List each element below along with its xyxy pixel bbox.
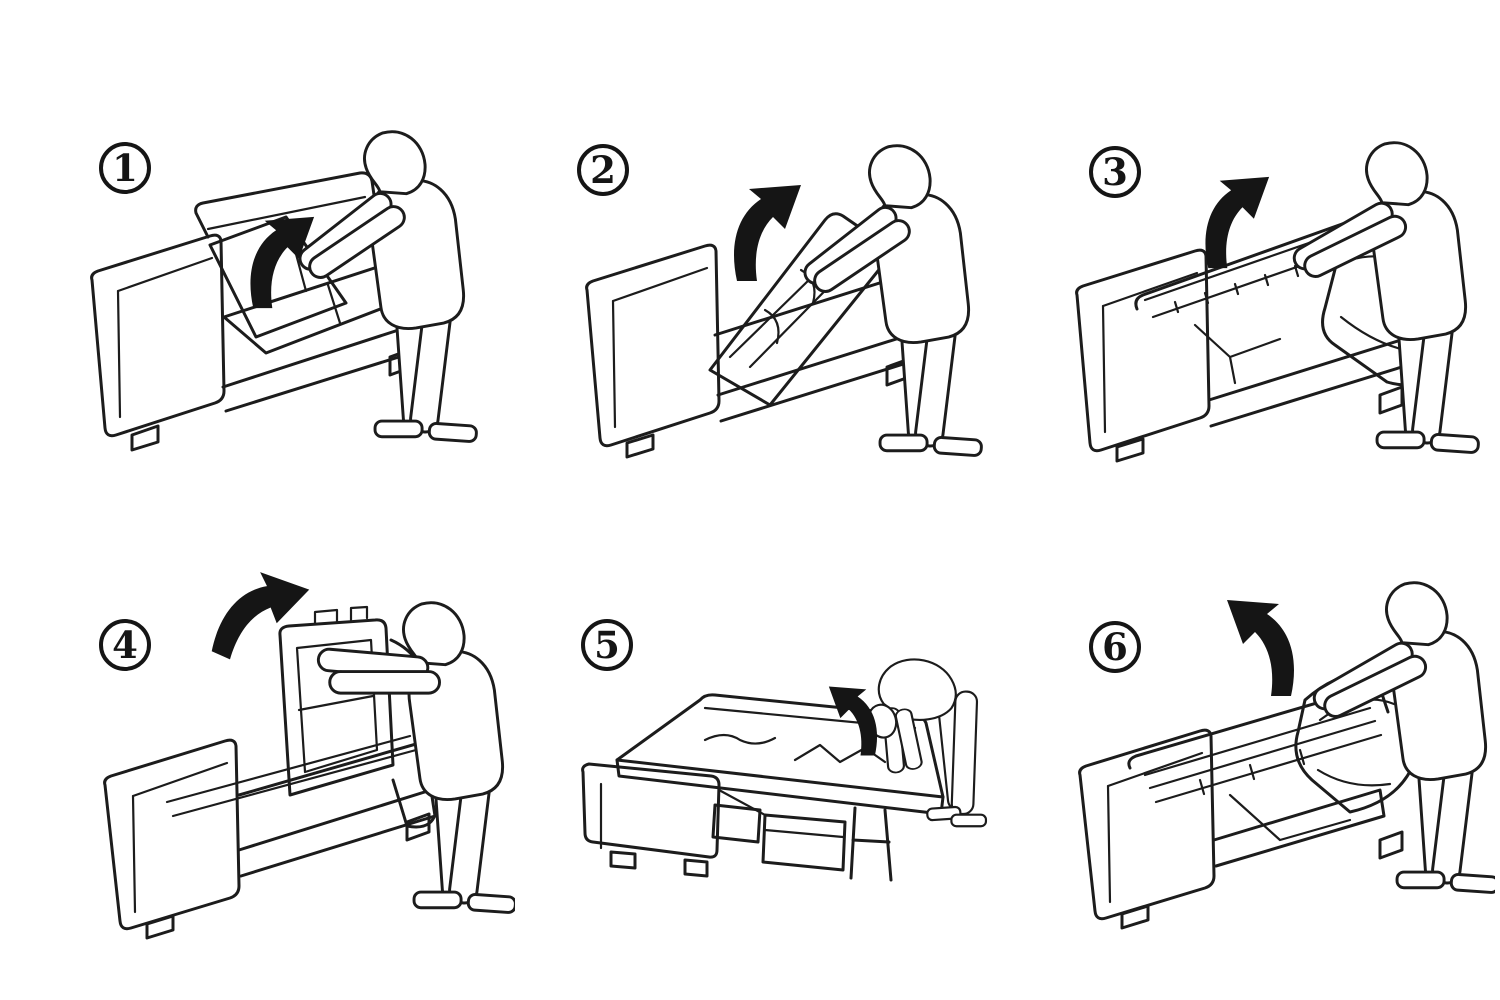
bed-fold-mattress: [1078, 671, 1423, 930]
step-5-illustration: [581, 590, 1005, 882]
step-3-illustration: [1075, 141, 1481, 463]
step-5-number: 5: [594, 622, 620, 667]
person-bending-smoothing: [865, 659, 986, 826]
step-2-number-badge: 2: [577, 144, 629, 196]
step-1-panel: 1: [60, 95, 490, 455]
step-4-illustration: [103, 562, 515, 940]
step-3-number: 3: [1102, 149, 1128, 194]
step-2-illustration: [585, 144, 984, 459]
step-4-panel: 4: [75, 540, 515, 940]
step-5-number-badge: 5: [581, 619, 633, 671]
step-4-number: 4: [112, 622, 138, 667]
step-1-number: 1: [112, 145, 138, 190]
step-3-panel: 3: [1045, 95, 1485, 475]
step-4-number-badge: 4: [99, 619, 151, 671]
step-6-number-badge: 6: [1089, 621, 1141, 673]
step-2-panel: 2: [555, 95, 995, 470]
step-2-number: 2: [590, 147, 616, 192]
step-3-number-badge: 3: [1089, 146, 1141, 198]
step-6-illustration: [1078, 581, 1495, 930]
step-6-number: 6: [1102, 624, 1128, 669]
person-pulling-frame: [1288, 141, 1481, 455]
bed-flat-extended: [581, 693, 945, 882]
step-1-number-badge: 1: [99, 142, 151, 194]
curved-arrow-up-left-icon: [1227, 600, 1294, 696]
person-pushing-frame-over: [316, 601, 515, 915]
person-lifting: [294, 130, 479, 444]
step-6-panel: 6: [1050, 540, 1495, 940]
step-5-panel: 5: [555, 590, 1005, 960]
curved-arrow-right-icon: [208, 562, 310, 678]
step-1-illustration: [90, 130, 479, 452]
